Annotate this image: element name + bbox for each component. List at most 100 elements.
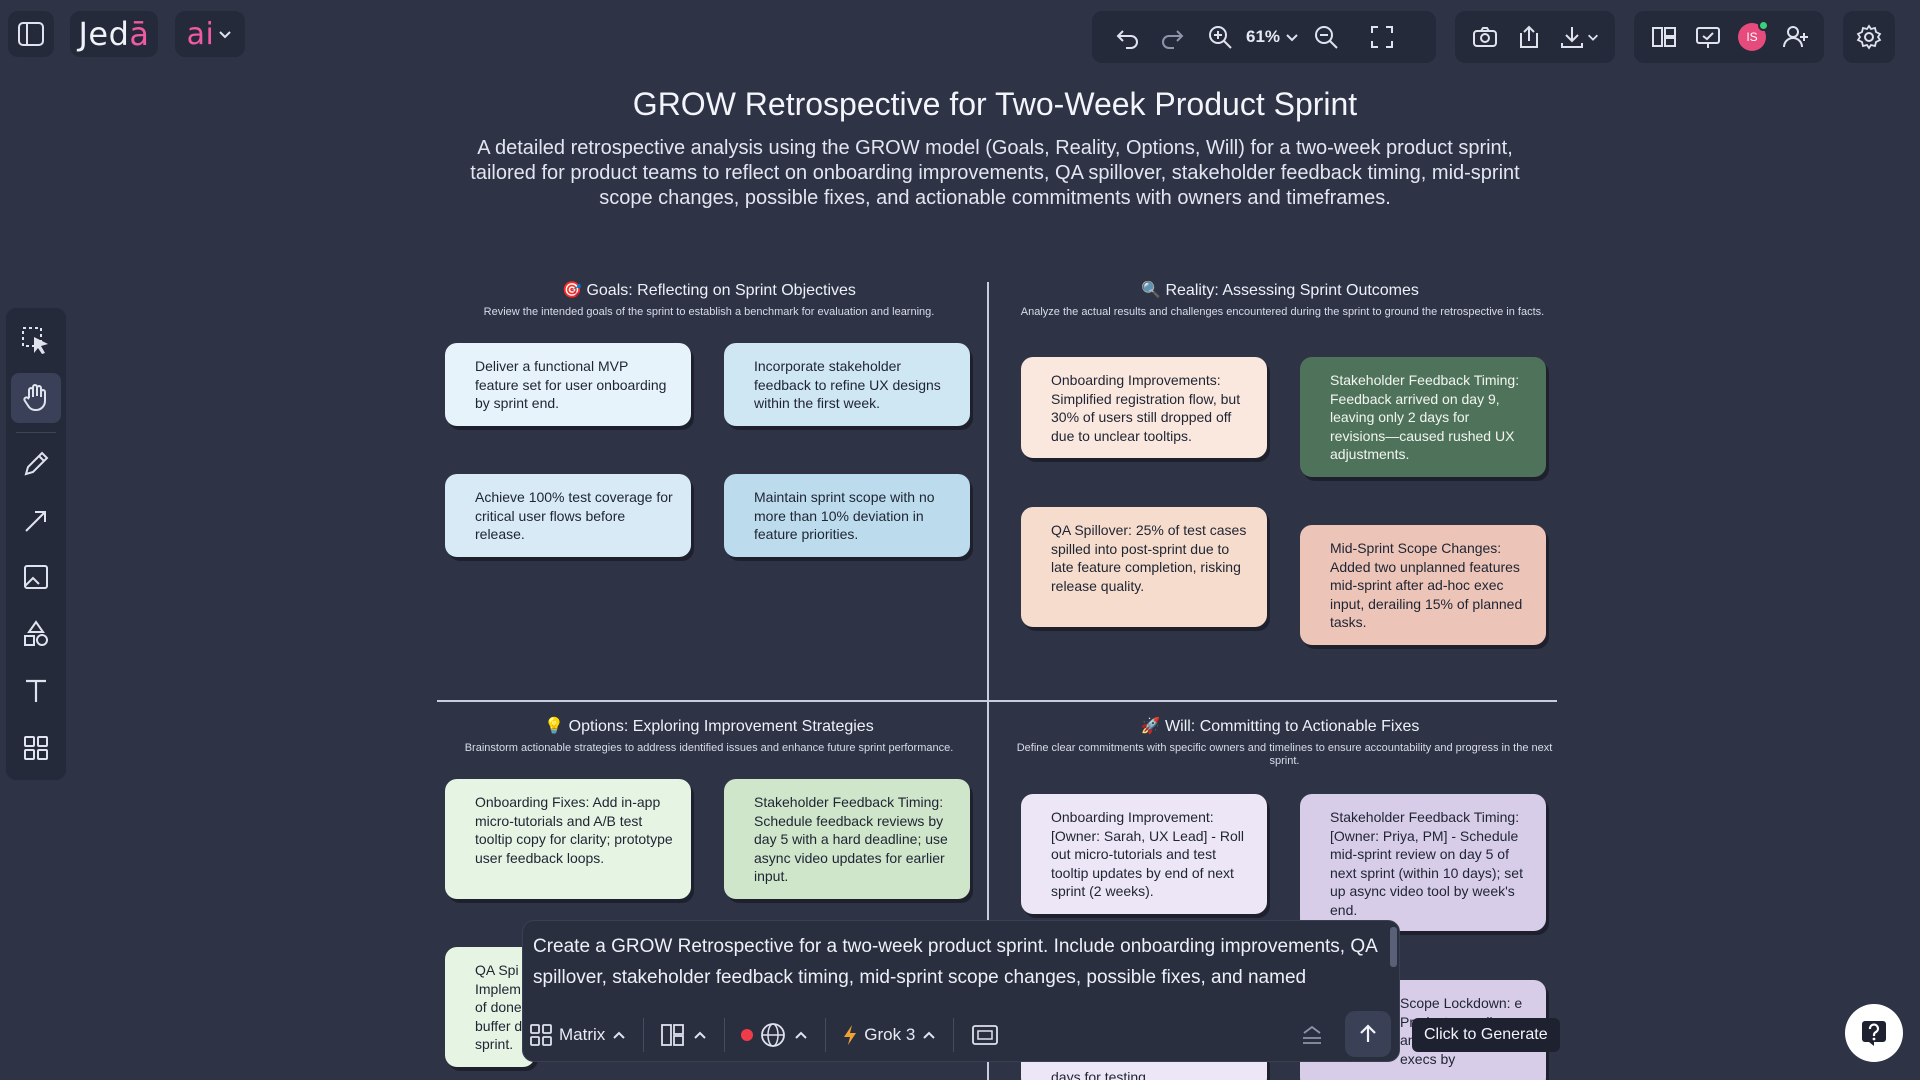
- panel-layout-select[interactable]: [660, 1013, 708, 1057]
- will-note[interactable]: Stakeholder Feedback Timing: [Owner: Pri…: [1300, 794, 1546, 931]
- text-tool[interactable]: [11, 666, 61, 716]
- hand-tool[interactable]: [11, 372, 61, 423]
- option-note[interactable]: Onboarding Fixes: Add in-app micro-tutor…: [445, 779, 691, 899]
- camera-icon: [1473, 27, 1497, 47]
- layout-panels-icon: [1652, 27, 1676, 47]
- model-label: Grok 3: [864, 1025, 916, 1044]
- share-button[interactable]: [1507, 15, 1551, 59]
- ai-menu-button[interactable]: ai: [175, 11, 245, 57]
- view-controls: 61%: [1092, 11, 1436, 63]
- goals-quadrant-description: Review the intended goals of the sprint …: [483, 306, 935, 318]
- matrix-horizontal-divider: [437, 700, 1557, 702]
- settings-button[interactable]: [1843, 11, 1895, 63]
- reality-quadrant-title: 🔍 Reality: Assessing Sprint Outcomes: [1141, 282, 1419, 299]
- select-tool[interactable]: [11, 316, 61, 366]
- hand-icon: [23, 383, 46, 411]
- layout-panels-icon: [661, 1024, 685, 1046]
- zoom-out-button[interactable]: [1304, 15, 1348, 59]
- will-note[interactable]: Onboarding Improvement: [Owner: Sarah, U…: [1021, 794, 1267, 914]
- goal-note[interactable]: Maintain sprint scope with no more than …: [724, 474, 970, 557]
- layout-button[interactable]: [1642, 15, 1686, 59]
- user-avatar[interactable]: IS: [1730, 15, 1774, 59]
- reality-note[interactable]: Stakeholder Feedback Timing: Feedback ar…: [1300, 357, 1546, 477]
- upload-file-icon: [1520, 25, 1538, 48]
- reality-note[interactable]: Mid-Sprint Scope Changes: Added two unpl…: [1300, 525, 1546, 645]
- pencil-icon: [24, 451, 49, 476]
- goals-quadrant-title: 🎯 Goals: Reflecting on Sprint Objectives: [562, 282, 856, 299]
- export-controls: [1455, 11, 1615, 63]
- invite-user-button[interactable]: [1774, 15, 1818, 59]
- generate-button[interactable]: [1345, 1011, 1391, 1057]
- fit-screen-button[interactable]: [1360, 15, 1404, 59]
- presentation-icon: [1696, 27, 1720, 48]
- will-quadrant-title: 🚀 Will: Committing to Actionable Fixes: [1140, 718, 1420, 735]
- help-button[interactable]: [1845, 1004, 1903, 1062]
- chevron-up-icon: [795, 1031, 807, 1039]
- shapes-icon: [24, 620, 48, 647]
- option-note[interactable]: Stakeholder Feedback Timing: Schedule fe…: [724, 779, 970, 899]
- arrow-up-icon: [1360, 1024, 1376, 1042]
- generate-tooltip: Click to Generate: [1412, 1018, 1560, 1052]
- fullscreen-icon: [1371, 26, 1394, 48]
- arrow-icon: [25, 510, 46, 532]
- model-select[interactable]: Grok 3: [842, 1013, 937, 1057]
- zoom-level: 61%: [1246, 27, 1281, 46]
- frame-icon: [24, 565, 48, 590]
- prompt-toolbar: Matrix Grok 3: [529, 1013, 1395, 1057]
- chevron-down-icon: [1286, 34, 1298, 42]
- grid-icon: [24, 736, 48, 761]
- add-user-icon: [1783, 26, 1808, 48]
- reality-quadrant-description: Analyze the actual results and challenge…: [1020, 306, 1545, 318]
- prompt-scrollbar[interactable]: [1390, 927, 1397, 967]
- select-cursor-icon: [22, 326, 48, 354]
- collapse-panel-button[interactable]: [1299, 1013, 1325, 1057]
- shapes-tool[interactable]: [11, 609, 61, 659]
- board-subtitle: A detailed retrospective analysis using …: [470, 137, 1520, 209]
- pen-tool[interactable]: [11, 439, 61, 489]
- undo-button[interactable]: [1106, 15, 1150, 59]
- web-search-toggle[interactable]: [741, 1013, 809, 1057]
- lightbulb-icon: 💡: [544, 718, 565, 735]
- chevron-up-icon: [613, 1031, 625, 1039]
- prompt-input[interactable]: Create a GROW Retrospective for a two-we…: [533, 936, 1377, 988]
- layout-select[interactable]: Matrix: [529, 1013, 627, 1057]
- reality-note[interactable]: QA Spillover: 25% of test cases spilled …: [1021, 507, 1267, 627]
- toolbar-divider: [825, 1018, 827, 1052]
- screenshot-button[interactable]: [1463, 15, 1507, 59]
- layout-label: Matrix: [559, 1025, 606, 1044]
- target-icon: 🎯: [562, 282, 582, 299]
- top-bar: Jedā ai 61%: [0, 0, 1920, 68]
- present-button[interactable]: [1686, 15, 1730, 59]
- download-icon: [1561, 27, 1583, 48]
- drawing-toolbar: [6, 308, 66, 780]
- grid-icon: [530, 1024, 552, 1046]
- text-icon: [26, 680, 46, 703]
- option-note[interactable]: QA Spi Implem of done buffer d sprint.: [445, 947, 535, 1067]
- will-quadrant-description: Define clear commitments with specific o…: [1016, 742, 1553, 767]
- frame-tool[interactable]: [11, 553, 61, 603]
- chevron-up-icon: [923, 1031, 936, 1039]
- ai-label: ai: [186, 16, 215, 52]
- goal-note[interactable]: Incorporate stakeholder feedback to refi…: [724, 343, 970, 426]
- attach-screenshot-button[interactable]: [970, 1013, 1000, 1057]
- templates-tool[interactable]: [11, 723, 61, 773]
- help-icon: [1862, 1021, 1886, 1046]
- zoom-select[interactable]: 61%: [1242, 27, 1304, 47]
- avatar: IS: [1738, 20, 1769, 51]
- redo-button[interactable]: [1150, 15, 1194, 59]
- arrow-tool[interactable]: [11, 496, 61, 546]
- zoom-in-button[interactable]: [1198, 15, 1242, 59]
- app-logo[interactable]: Jedā: [70, 11, 158, 57]
- globe-icon: [761, 1023, 786, 1047]
- goal-note[interactable]: Achieve 100% test coverage for critical …: [445, 474, 691, 557]
- sidebar-toggle-icon: [18, 22, 44, 46]
- screenshot-icon: [972, 1025, 999, 1045]
- toolbar-divider: [643, 1018, 645, 1052]
- sidebar-toggle-button[interactable]: [8, 11, 54, 57]
- download-button[interactable]: [1551, 15, 1607, 59]
- reality-note[interactable]: Onboarding Improvements: Simplified regi…: [1021, 357, 1267, 458]
- goal-note[interactable]: Deliver a functional MVP feature set for…: [445, 343, 691, 426]
- board-title: GROW Retrospective for Two-Week Product …: [632, 86, 1358, 122]
- options-quadrant-description: Brainstorm actionable strategies to addr…: [464, 742, 954, 754]
- collab-controls: IS: [1634, 11, 1824, 63]
